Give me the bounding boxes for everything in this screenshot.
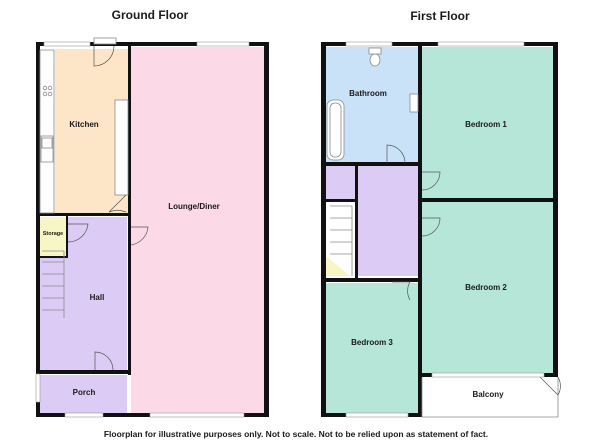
balcony-outline bbox=[421, 377, 559, 418]
bathroom-label: Bathroom bbox=[349, 89, 387, 98]
lounge-rear-window bbox=[196, 41, 250, 47]
room-landing bbox=[326, 166, 419, 276]
porch-label: Porch bbox=[73, 388, 96, 397]
room-bedroom-3 bbox=[326, 283, 419, 414]
stairwell-wall bbox=[355, 166, 358, 279]
room-storage bbox=[38, 217, 67, 257]
ground-floor-title: Ground Floor bbox=[112, 8, 189, 22]
storage-wall-base bbox=[36, 256, 68, 258]
storage-label: Storage bbox=[43, 231, 63, 237]
bath-icon bbox=[326, 99, 345, 161]
back-door-icon bbox=[93, 45, 115, 67]
bedroom1-window bbox=[437, 41, 525, 47]
hob-ring-icon bbox=[47, 85, 53, 91]
lounge-front-window bbox=[149, 412, 245, 418]
balcony-label: Balcony bbox=[472, 390, 504, 399]
ground-east-wall bbox=[264, 42, 269, 417]
first-west-wall bbox=[321, 42, 326, 417]
room-lounge-diner bbox=[131, 47, 266, 414]
kitchen-label: Kitchen bbox=[69, 120, 98, 129]
hall-porch-wall bbox=[36, 370, 131, 374]
hall-label: Hall bbox=[90, 293, 105, 302]
sink-icon bbox=[40, 135, 54, 163]
hob-ring-icon bbox=[42, 91, 48, 97]
bedroom2-door-icon bbox=[421, 217, 441, 237]
first-stair-landing bbox=[326, 256, 350, 276]
hob-ring-icon bbox=[47, 91, 53, 97]
lounge-door-icon bbox=[130, 226, 149, 246]
room-hall bbox=[40, 217, 127, 370]
porch-side-window bbox=[35, 373, 41, 403]
toilet-icon bbox=[369, 53, 381, 67]
porch-door-icon bbox=[94, 351, 114, 371]
landing-bedroom3-wall bbox=[321, 278, 421, 282]
ground-partition-wall bbox=[128, 42, 131, 375]
bedroom1-label: Bedroom 1 bbox=[465, 120, 507, 129]
room-bedroom-2 bbox=[422, 202, 555, 374]
lounge-diner-label: Lounge/Diner bbox=[168, 202, 220, 211]
ground-north-wall bbox=[36, 42, 269, 46]
disclaimer-text: Floorplan for illustrative purposes only… bbox=[104, 429, 488, 439]
first-floor-title: First Floor bbox=[410, 9, 470, 23]
bedroom2-window bbox=[431, 372, 545, 378]
hob-ring-icon bbox=[42, 85, 48, 91]
first-east-wall bbox=[553, 42, 558, 377]
storage-wall bbox=[66, 216, 68, 258]
ground-staircase-icon bbox=[42, 250, 65, 318]
toilet-cistern-icon bbox=[368, 47, 382, 55]
basin-icon bbox=[409, 93, 419, 113]
bedroom3-window bbox=[345, 412, 409, 418]
balcony-door-icon bbox=[539, 376, 561, 396]
kitchen-hall-wall bbox=[36, 213, 131, 216]
ground-west-wall bbox=[36, 42, 40, 417]
bedroom1-door-icon bbox=[421, 171, 441, 191]
first-staircase-icon bbox=[330, 205, 353, 276]
storage-door-icon bbox=[67, 223, 89, 243]
first-central-wall bbox=[418, 42, 422, 417]
bedroom3-label: Bedroom 3 bbox=[351, 338, 393, 347]
stairwell-top-wall bbox=[321, 199, 358, 202]
sink-bowl-icon bbox=[41, 137, 53, 149]
back-door-step bbox=[93, 37, 117, 45]
kitchen-door-icon bbox=[108, 194, 127, 213]
room-balcony bbox=[422, 377, 555, 414]
kitchen-unit bbox=[114, 99, 129, 196]
room-porch bbox=[40, 375, 127, 415]
kitchen-worktop bbox=[39, 49, 55, 214]
bath-inner-icon bbox=[329, 102, 342, 158]
kitchen-window bbox=[43, 41, 91, 47]
porch-window bbox=[64, 412, 104, 418]
bathroom-door-icon bbox=[386, 144, 406, 164]
bedroom3-door-icon bbox=[392, 281, 411, 301]
room-bedroom-1 bbox=[422, 47, 555, 199]
bathroom-landing-wall bbox=[321, 162, 421, 166]
bathroom-window bbox=[345, 41, 393, 47]
bedroom1-bedroom2-wall bbox=[418, 198, 558, 202]
bedroom2-label: Bedroom 2 bbox=[465, 283, 507, 292]
